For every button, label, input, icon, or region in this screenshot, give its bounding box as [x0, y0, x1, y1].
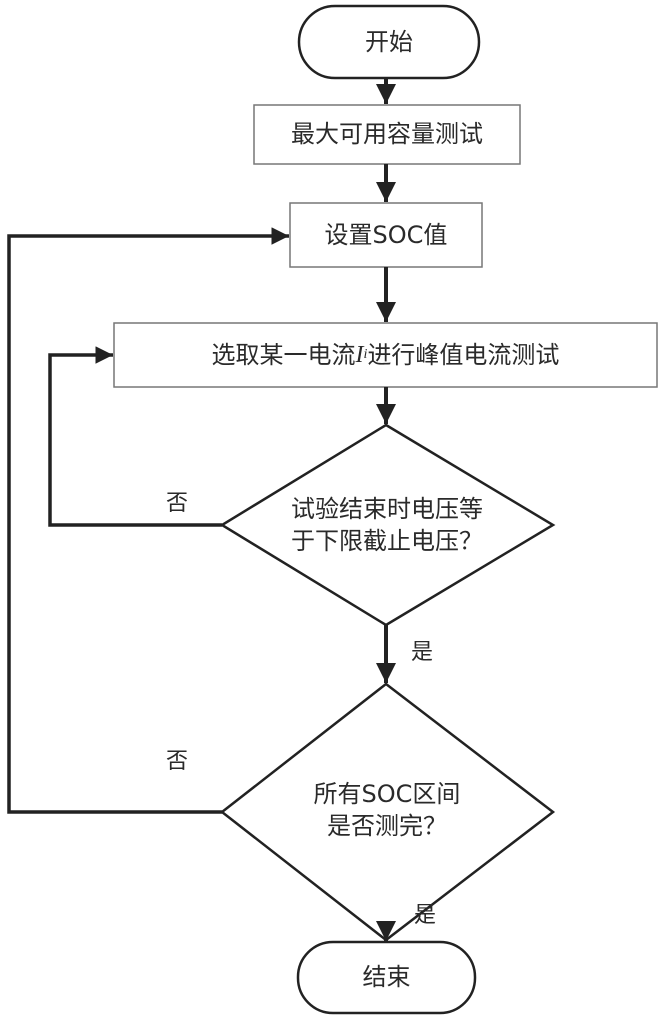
start-terminal	[297, 4, 481, 80]
edge-no-soc-to-setsoc	[7, 227, 289, 814]
soc-check-line1: 所有SOC区间	[313, 779, 461, 808]
edge-label-no-2: 否	[166, 749, 189, 774]
set-soc-box	[289, 202, 483, 268]
capacity-test-label: 最大可用容量测试	[291, 120, 483, 149]
voltage-check-line2: 于下限截止电压？	[291, 527, 483, 555]
voltage-check-line1: 试验结束时电压等	[291, 494, 483, 523]
edge-label-no-1: 否	[166, 491, 189, 516]
peak-current-test-box	[113, 322, 658, 388]
current-variable: I	[355, 341, 364, 368]
start-label: 开始	[365, 27, 413, 56]
capacity-test-box	[253, 104, 521, 165]
peak-label-before: 选取某一电流	[211, 340, 356, 369]
end-terminal	[296, 940, 477, 1015]
edge-label-yes-2: 是	[414, 903, 437, 928]
end-label: 结束	[362, 963, 411, 992]
edge-no-voltage-to-peak	[48, 346, 222, 527]
edge-label-yes-1: 是	[411, 640, 434, 665]
current-variable-subscript: i	[363, 346, 368, 362]
soc-check-line2: 是否测完？	[327, 812, 447, 840]
soc-check-label: 所有SOC区间 是否测完？	[262, 765, 512, 855]
voltage-check-label: 试验结束时电压等 于下限截止电压？	[262, 480, 512, 570]
peak-label-after: 进行峰值电流测试	[367, 340, 560, 369]
set-soc-label: 设置SOC值	[324, 220, 448, 249]
